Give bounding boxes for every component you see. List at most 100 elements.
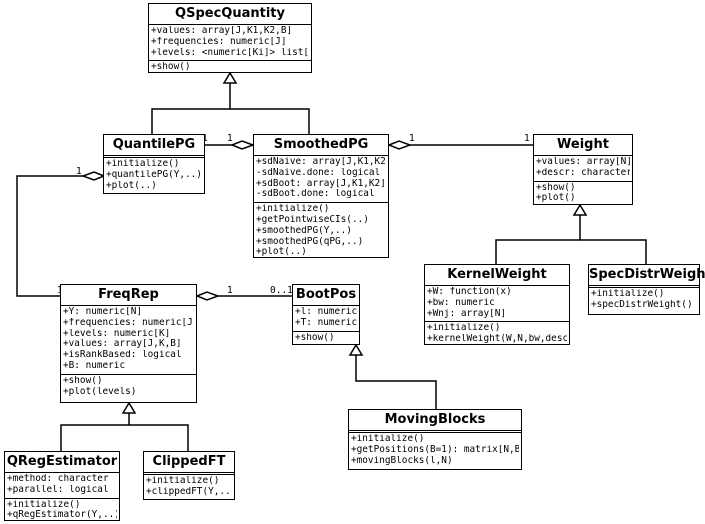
methods-section: +initialize() +getPositions(B=1): matrix… (349, 433, 521, 468)
attributes-section: +l: numeric +T: numeric (293, 306, 359, 332)
methods-section: +show() +plot(levels) (61, 375, 196, 400)
method: +initialize() (591, 289, 665, 299)
method: +initialize() (7, 499, 81, 510)
method: +smoothedPG(Y,..) (256, 225, 352, 236)
attribute: +frequencies: numeric[J] (151, 36, 287, 47)
methods-section: +initialize() +specDistrWeight() (589, 288, 699, 313)
attribute: +Y: numeric[N] (63, 307, 143, 317)
class-name: KernelWeight (425, 265, 569, 286)
multiplicity-freqrep-bootpos-right: 0..1 (270, 285, 293, 296)
method: +plot(..) (106, 180, 157, 191)
generalization-smoothedpg (230, 108, 310, 134)
attribute: +sdNaive: array[J,K1,K2] (256, 157, 386, 167)
methods-section: +show() (149, 61, 311, 75)
method: +show() (536, 182, 576, 193)
class-qspecquantity: QSpecQuantity +values: array[J,K1,K2,B] … (148, 3, 312, 73)
attribute: +values: array[J,K,B] (63, 339, 182, 350)
attribute: +method: character (7, 474, 109, 484)
attribute: +parallel: logical (7, 484, 109, 495)
method: +movingBlocks(l,N) (351, 455, 453, 466)
attribute: +B: numeric (63, 360, 126, 371)
method: +initialize() (351, 434, 425, 444)
generalization-quantilepg (151, 83, 231, 134)
class-qregestimator: QRegEstimator +method: character +parall… (4, 451, 120, 521)
attributes-section: +W: function(x) +bw: numeric +Wnj: array… (425, 286, 569, 323)
class-movingblocks: MovingBlocks +initialize() +getPositions… (348, 409, 522, 470)
class-name: Weight (534, 135, 632, 156)
class-name: QRegEstimator (5, 452, 119, 473)
attribute: +isRankBased: logical (63, 350, 182, 361)
class-quantilepg: QuantilePG +initialize() +quantilePG(Y,.… (103, 134, 205, 194)
method: +getPointwiseCIs(..) (256, 214, 369, 225)
methods-section: +initialize() +kernelWeight(W,N,bw,descr… (425, 322, 569, 347)
generalization-arrow-qspecquantity (222, 71, 238, 84)
aggregation-diamond-smoothedpg (229, 140, 256, 150)
generalization-arrow-freqrep (121, 401, 137, 414)
class-name: BootPos (293, 285, 359, 306)
aggregation-diamond-quantilepg (80, 171, 107, 181)
attribute: -sdBoot.done: logical (256, 189, 375, 200)
attribute: +frequencies: numeric[J] (63, 317, 194, 328)
attributes-section: +sdNaive: array[J,K1,K2] -sdNaive.done: … (254, 156, 388, 204)
attributes-section: +method: character +parallel: logical (5, 473, 119, 499)
generalization-arrow-weight (572, 203, 588, 216)
method: +quantilePG(Y,..) (106, 169, 202, 180)
method: +getPositions(B=1): matrix[N,B] (351, 444, 519, 455)
methods-section: +initialize() +clippedFT(Y,..) (144, 475, 234, 500)
methods-section: +initialize() +getPointwiseCIs(..) +smoo… (254, 203, 388, 260)
method: +specDistrWeight() (591, 299, 693, 310)
methods-section: +initialize() +qRegEstimator(Y,..) (5, 499, 119, 524)
attribute: +Wnj: array[N] (427, 308, 507, 319)
method: +qRegEstimator(Y,..) (7, 510, 117, 521)
class-weight: Weight +values: array[N] +descr: charact… (533, 134, 633, 205)
methods-section: +show() +plot() (534, 182, 632, 207)
aggregation-quantilepg-freqrep (16, 175, 83, 297)
attributes-section (144, 473, 234, 475)
method: +kernelWeight(W,N,bw,descr) (427, 334, 567, 345)
multiplicity-smoothedpg-weight-left: 1 (409, 133, 415, 144)
method: +smoothedPG(qPG,..) (256, 236, 364, 247)
method: +initialize() (427, 323, 501, 334)
method: +show() (151, 62, 191, 73)
multiplicity-smoothedpg-weight-right: 1 (524, 133, 530, 144)
multiplicity-freqrep-bootpos-left: 1 (227, 285, 233, 296)
method: +initialize() (106, 159, 180, 169)
class-name: MovingBlocks (349, 410, 521, 431)
attribute: +values: array[J,K1,K2,B] (151, 26, 293, 36)
multiplicity-quantilepg-freqrep-top: 1 (76, 166, 82, 177)
class-kernelweight: KernelWeight +W: function(x) +bw: numeri… (424, 264, 570, 345)
generalization-kernelweight (495, 215, 581, 264)
attributes-section (104, 156, 204, 158)
class-clippedft: ClippedFT +initialize() +clippedFT(Y,..) (143, 451, 235, 500)
class-name: FreqRep (61, 285, 196, 306)
aggregation-diamond-smoothedpg-weight (386, 140, 413, 150)
attribute: +descr: character (536, 167, 630, 178)
attributes-section: +values: array[J,K1,K2,B] +frequencies: … (149, 25, 311, 62)
attribute: +l: numeric (295, 307, 357, 317)
class-name: QSpecQuantity (149, 4, 311, 25)
class-name: QuantilePG (104, 135, 204, 156)
generalization-qregestimator (60, 413, 130, 451)
multiplicity-quantilepg-smoothedpg-right: 1 (227, 133, 233, 144)
attribute: +W: function(x) (427, 287, 512, 297)
attribute: +levels: numeric[K] (63, 328, 171, 339)
method: +initialize() (146, 476, 220, 486)
generalization-specdistrweight (580, 239, 647, 264)
generalization-arrow-bootpos (348, 343, 364, 356)
multiplicity-quantilepg-freqrep-bottom: 1 (57, 286, 63, 296)
attribute: +T: numeric (295, 317, 357, 328)
class-name: SpecDistrWeight (589, 265, 705, 286)
attribute: +bw: numeric (427, 297, 495, 308)
method: +plot() (536, 193, 576, 204)
attribute: +levels: <numeric[Ki]> list[2] (151, 47, 309, 58)
methods-section: +show() (293, 332, 359, 346)
class-freqrep: FreqRep +Y: numeric[N] +frequencies: num… (60, 284, 197, 403)
class-bootpos: BootPos +l: numeric +T: numeric +show() (292, 284, 360, 345)
class-specdistrweight: SpecDistrWeight +initialize() +specDistr… (588, 264, 705, 315)
method: +show() (295, 332, 335, 343)
methods-section: +initialize() +quantilePG(Y,..) +plot(..… (104, 158, 204, 193)
class-smoothedpg: SmoothedPG +sdNaive: array[J,K1,K2] -sdN… (253, 134, 389, 258)
method: +show() (63, 375, 103, 386)
